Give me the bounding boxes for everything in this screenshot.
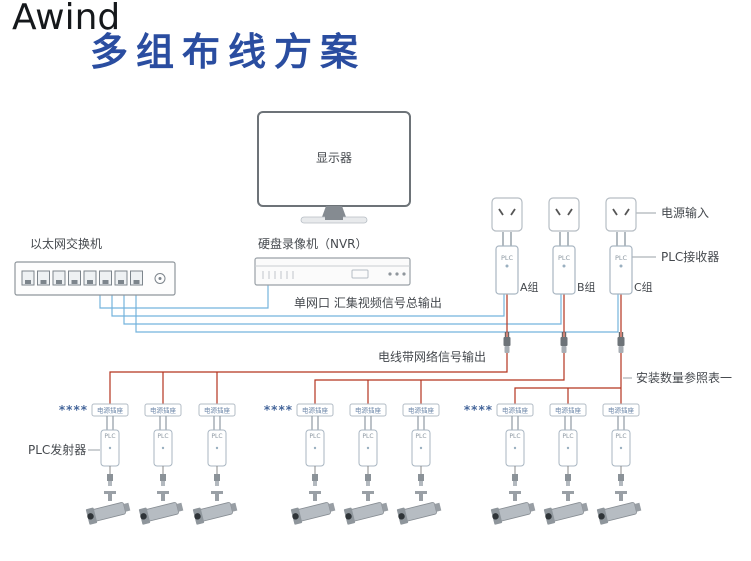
transmitter-plc-text: PLC bbox=[615, 433, 626, 440]
plc-receiver-caption: PLC接收器 bbox=[661, 249, 719, 264]
wall-outlet bbox=[605, 197, 637, 232]
monitor-device: 显示器 bbox=[257, 111, 411, 224]
power-input-caption: 电源输入 bbox=[661, 205, 709, 220]
group-b-label: B组 bbox=[577, 280, 596, 294]
transmitter-unit bbox=[91, 403, 129, 487]
transmitter-unit bbox=[549, 403, 587, 487]
socket-label: 电源插座 bbox=[502, 406, 529, 415]
socket-label: 电源插座 bbox=[204, 406, 231, 415]
switch-port bbox=[68, 270, 81, 286]
blue-network-lines bbox=[99, 285, 619, 333]
camera-icon bbox=[137, 490, 185, 526]
wall-outlet bbox=[491, 197, 523, 232]
plc-receiver-device bbox=[609, 231, 633, 295]
wall-outlet bbox=[548, 197, 580, 232]
transmitter-plc-text: PLC bbox=[104, 433, 115, 440]
plc-receiver-device bbox=[495, 231, 519, 295]
transmitter-unit bbox=[496, 403, 534, 487]
transmitter-unit bbox=[296, 403, 334, 487]
transmitter-plc-text: PLC bbox=[415, 433, 426, 440]
socket-label: 电源插座 bbox=[555, 406, 582, 415]
switch-port bbox=[83, 270, 97, 286]
camera-icon bbox=[191, 490, 239, 526]
switch-port bbox=[130, 270, 143, 286]
transmitter-plc-text: PLC bbox=[157, 433, 168, 440]
page-title: 多组布线方案 bbox=[90, 30, 367, 74]
camera-icon bbox=[595, 490, 643, 526]
group-c-label: C组 bbox=[634, 280, 653, 294]
switch-port bbox=[114, 270, 128, 286]
transmitter-plc-text: PLC bbox=[362, 433, 373, 440]
socket-label: 电源插座 bbox=[408, 406, 435, 415]
brand-logo: Awind bbox=[12, 0, 121, 38]
camera-icon bbox=[542, 490, 590, 526]
receiver-plc-text: PLC bbox=[501, 254, 514, 262]
transmitter-unit bbox=[402, 403, 440, 487]
transmitter-plc-text: PLC bbox=[509, 433, 520, 440]
transmitter-unit bbox=[349, 403, 387, 487]
nvr-device bbox=[254, 257, 411, 286]
transmitter-plc-text: PLC bbox=[211, 433, 222, 440]
powerline-out-caption: 电线带网络信号输出 bbox=[378, 349, 486, 364]
receiver-plc-text: PLC bbox=[558, 254, 571, 262]
more-units-dots: **** bbox=[464, 403, 493, 417]
plc-receiver-device bbox=[552, 231, 576, 295]
transmitter-unit bbox=[198, 403, 236, 487]
transmitter-plc-text: PLC bbox=[562, 433, 573, 440]
transmitter-unit bbox=[144, 403, 182, 487]
more-units-dots: **** bbox=[59, 403, 88, 417]
group-a-label: A组 bbox=[520, 280, 539, 294]
leader-lines bbox=[88, 212, 656, 451]
camera-icon bbox=[342, 490, 390, 526]
install-ref-caption: 安装数量参照表一 bbox=[636, 370, 732, 385]
more-units-dots: **** bbox=[264, 403, 293, 417]
socket-label: 电源插座 bbox=[355, 406, 382, 415]
socket-label: 电源插座 bbox=[97, 406, 124, 415]
switch-port bbox=[21, 270, 35, 286]
ethernet-switch bbox=[14, 261, 176, 296]
socket-label: 电源插座 bbox=[608, 406, 635, 415]
socket-label: 电源插座 bbox=[302, 406, 329, 415]
plc-transmitter-caption: PLC发射器 bbox=[28, 442, 86, 457]
camera-icon bbox=[84, 490, 132, 526]
camera-icon bbox=[489, 490, 537, 526]
socket-label: 电源插座 bbox=[150, 406, 177, 415]
camera-icon bbox=[289, 490, 337, 526]
switch-port bbox=[37, 270, 50, 286]
switch-port bbox=[52, 270, 66, 286]
monitor-label: 显示器 bbox=[316, 151, 352, 165]
transmitter-unit bbox=[602, 403, 640, 487]
camera-icon bbox=[395, 490, 443, 526]
receiver-plc-text: PLC bbox=[615, 254, 628, 262]
net-out-caption: 单网口 汇集视频信号总输出 bbox=[294, 295, 442, 310]
nvr-label: 硬盘录像机（NVR） bbox=[258, 236, 368, 251]
red-powerline-lines bbox=[109, 294, 622, 404]
switch-label: 以太网交换机 bbox=[30, 236, 102, 251]
transmitter-plc-text: PLC bbox=[309, 433, 320, 440]
switch-port bbox=[99, 270, 112, 286]
